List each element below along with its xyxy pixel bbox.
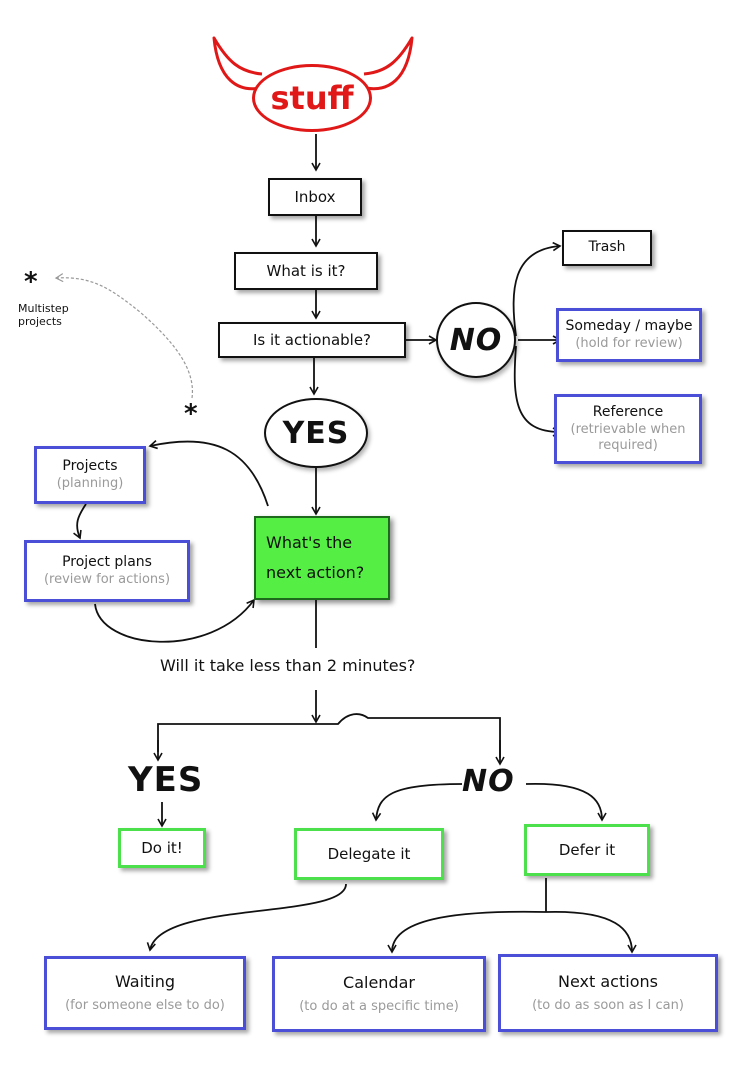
waiting-box: Waiting (for someone else to do) <box>44 956 246 1030</box>
stuff-label: stuff <box>270 79 354 117</box>
someday-title: Someday / maybe <box>565 318 693 335</box>
defer-label: Defer it <box>558 840 616 859</box>
what-is-it-box: What is it? <box>234 252 378 290</box>
two-minute-question: Will it take less than 2 minutes? <box>160 656 416 675</box>
calendar-box: Calendar (to do at a specific time) <box>272 956 486 1032</box>
arrow-no-trash <box>512 241 562 337</box>
no-label: NO <box>462 764 515 799</box>
next-actions-note: (to do as soon as I can) <box>532 997 684 1013</box>
waiting-note: (for someone else to do) <box>65 997 225 1013</box>
next-action-line1: What's the <box>266 532 353 552</box>
trash-box: Trash <box>562 230 652 266</box>
arrow-multistep-dotted <box>54 273 194 399</box>
inbox-box: Inbox <box>268 178 362 216</box>
reference-title: Reference <box>592 404 664 420</box>
projects-note: (planning) <box>56 475 124 491</box>
project-plans-box: Project plans (review for actions) <box>24 540 190 602</box>
yes-label: YES <box>128 760 204 800</box>
next-actions-box: Next actions (to do as soon as I can) <box>498 954 718 1032</box>
waiting-title: Waiting <box>114 971 176 991</box>
multistep-asterisk: * <box>24 267 38 297</box>
arrow-defer-nextactions <box>545 911 637 954</box>
projects-box: Projects (planning) <box>34 446 146 504</box>
someday-box: Someday / maybe (hold for review) <box>556 308 702 362</box>
actionable-label: Is it actionable? <box>252 330 372 349</box>
stuff-node: stuff <box>252 64 372 132</box>
arrow-delegate-waiting <box>146 883 347 952</box>
calendar-note: (to do at a specific time) <box>299 998 459 1014</box>
yes-decision: YES <box>264 398 368 468</box>
delegate-box: Delegate it <box>294 828 444 880</box>
no-decision: NO <box>436 302 516 378</box>
arrow-no-reference <box>513 345 562 437</box>
delegate-label: Delegate it <box>327 844 411 863</box>
arrow-defer-calendar <box>387 910 547 954</box>
calendar-title: Calendar <box>343 972 415 992</box>
arrow-plans-nextaction <box>94 598 255 643</box>
what-is-it-label: What is it? <box>266 261 346 280</box>
stuff-horn-left <box>212 36 263 91</box>
next-actions-title: Next actions <box>558 971 658 991</box>
yes-decision-label: YES <box>282 415 350 451</box>
multistep-line1: Multistep <box>18 302 69 315</box>
multistep-label: Multistep projects <box>18 302 69 328</box>
actionable-box: Is it actionable? <box>218 322 406 358</box>
reference-note-line1: (retrievable when <box>570 421 686 437</box>
line-split <box>157 713 501 758</box>
next-action-line2: next action? <box>266 563 365 582</box>
arrow-no-delegate <box>371 783 463 822</box>
do-it-label: Do it! <box>141 838 183 857</box>
arrow-nextaction-projects <box>148 440 269 507</box>
projects-asterisk: * <box>184 399 198 429</box>
do-it-box: Do it! <box>118 828 206 868</box>
reference-box: Reference (retrievable when required) <box>554 394 702 464</box>
project-plans-title: Project plans <box>62 554 152 571</box>
defer-box: Defer it <box>524 824 650 876</box>
someday-note: (hold for review) <box>575 335 683 351</box>
project-plans-note: (review for actions) <box>43 571 171 587</box>
stuff-horn-right <box>363 36 414 91</box>
trash-label: Trash <box>588 239 626 256</box>
arrow-projects-plans <box>73 503 87 540</box>
reference-note-line2: required) <box>598 437 658 453</box>
projects-title: Projects <box>62 458 118 475</box>
inbox-label: Inbox <box>294 187 336 206</box>
multistep-line2: projects <box>18 315 62 328</box>
next-action-box: What's the next action? <box>254 516 390 600</box>
arrow-no-defer <box>525 783 607 822</box>
no-decision-label: NO <box>449 322 503 358</box>
